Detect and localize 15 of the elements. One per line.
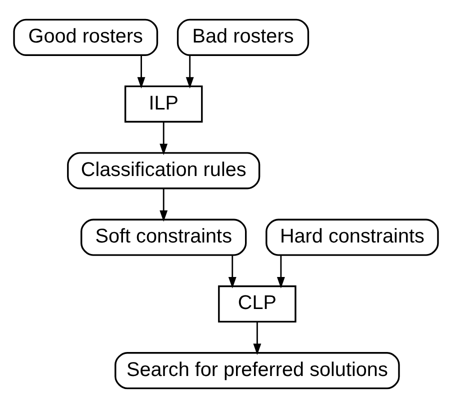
arrow [160, 122, 168, 156]
arrow [253, 322, 262, 356]
node-box: Good rosters [13, 18, 158, 56]
node-box: CLP [218, 285, 296, 323]
node-box: Hard constraints [266, 218, 439, 256]
node-box: Soft constraints [80, 218, 247, 256]
node-box: Bad rosters [176, 18, 310, 56]
arrow [137, 56, 146, 88]
node-box: ILP [124, 85, 203, 123]
node-box: Classification rules [67, 152, 260, 190]
arrow [276, 256, 285, 288]
arrow [228, 256, 236, 288]
node-box: Search for preferred solutions [114, 352, 400, 390]
arrow [160, 188, 168, 222]
arrow [186, 56, 194, 88]
